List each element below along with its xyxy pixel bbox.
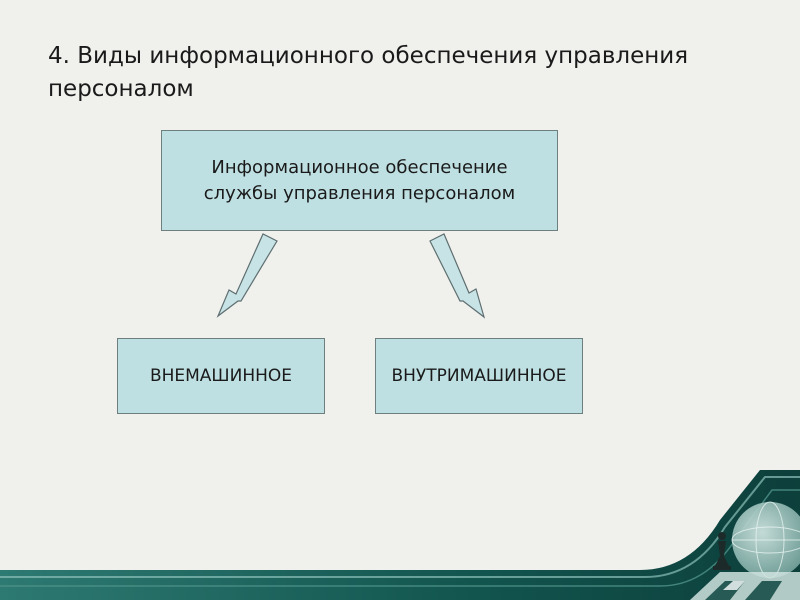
arrow-to-external [216,233,278,318]
globe-icon [731,501,800,579]
chessboard-icon [690,572,800,600]
root-box: Информационное обеспечение службы управл… [161,130,558,231]
decor-band [0,470,800,600]
chess-piece-icon [713,532,731,570]
root-box-line-2: службы управления персоналом [203,182,516,204]
slide-title: 4. Виды информационного обеспечения упра… [48,43,689,102]
decor-band-highlight [0,476,800,578]
root-box-line-1: Информационное обеспечение [211,156,508,178]
arrow-to-internal [429,233,486,319]
external-box: ВНЕМАШИННОЕ [117,338,325,414]
internal-box: ВНУТРИМАШИННОЕ [375,338,583,414]
